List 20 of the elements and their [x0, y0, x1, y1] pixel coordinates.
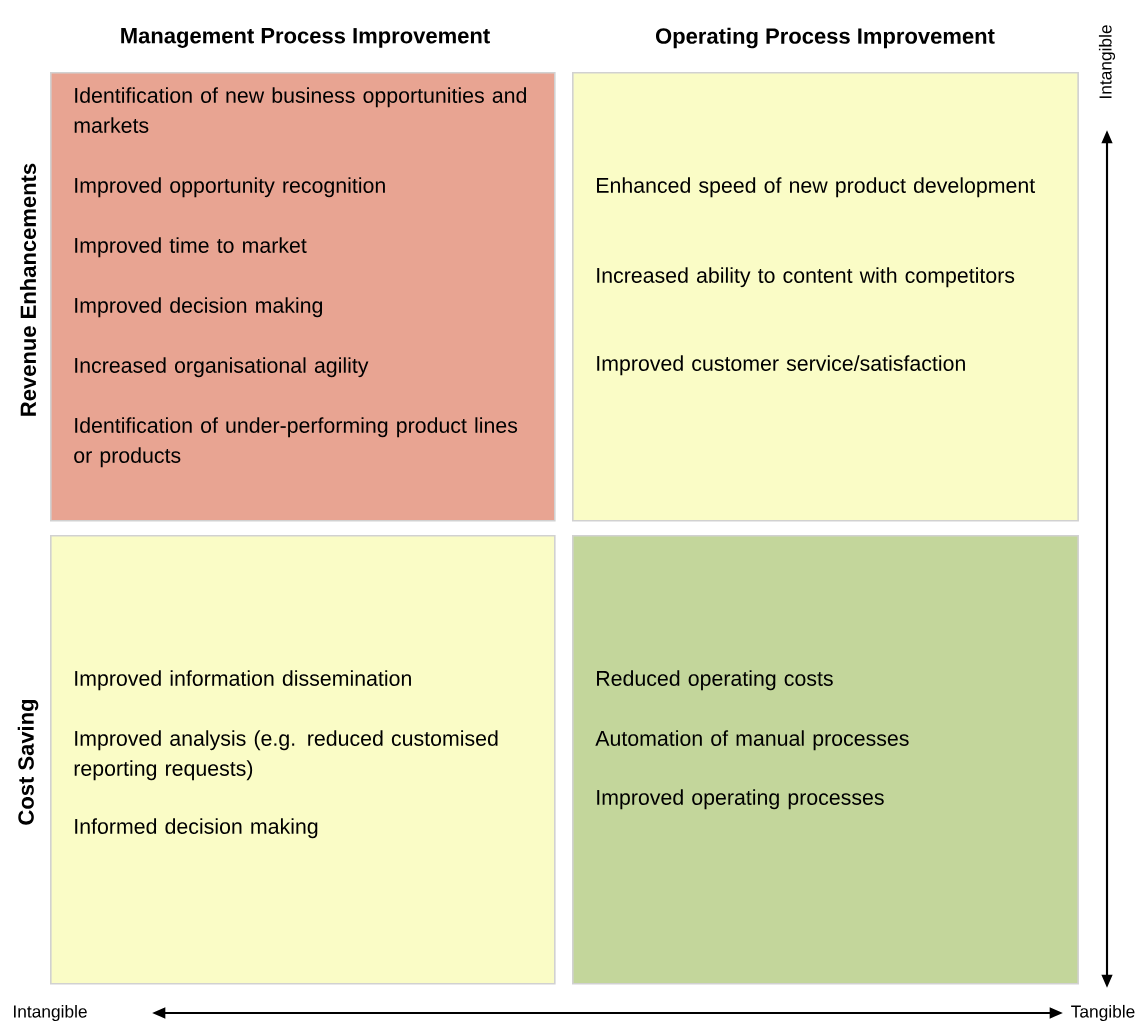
benefit-text: Increased ability to content with competitors	[597, 267, 1015, 288]
benefit-text: Enhanced speed of new product development	[597, 177, 1035, 198]
benefit-text: Reduced operating costs	[597, 670, 833, 691]
axis-label: Tangible	[1071, 1004, 1135, 1022]
benefit-text: Automation of manual processes	[595, 730, 909, 751]
benefit-text: Improved information dissemination	[75, 670, 411, 691]
benefit-text: Improved opportunity recognition	[75, 177, 385, 198]
benefit-text: Identification of new business opportunities and markets	[74, 87, 527, 133]
heading-text: Operating Process Improvement	[655, 27, 995, 49]
benefit-text: Increased organisational agility	[75, 357, 369, 378]
benefit-text: Identification of under-performing product lines or products	[74, 417, 518, 468]
axis-label: Intangible	[1098, 25, 1116, 98]
axis-label: Intangible	[14, 1004, 87, 1022]
benefit-text: Improved time to market	[75, 237, 307, 258]
benefit-text: Improved decision making	[75, 297, 323, 318]
benefit-text: Improved analysis (e.g. reduced customised reporting requests)	[74, 730, 498, 781]
benefit-text: Improved operating processes	[597, 789, 884, 810]
heading-text: Management Process Improvement	[121, 28, 490, 48]
benefit-text: Improved customer service/satisfaction	[597, 355, 965, 376]
benefit-text: Informed decision making	[75, 818, 318, 839]
